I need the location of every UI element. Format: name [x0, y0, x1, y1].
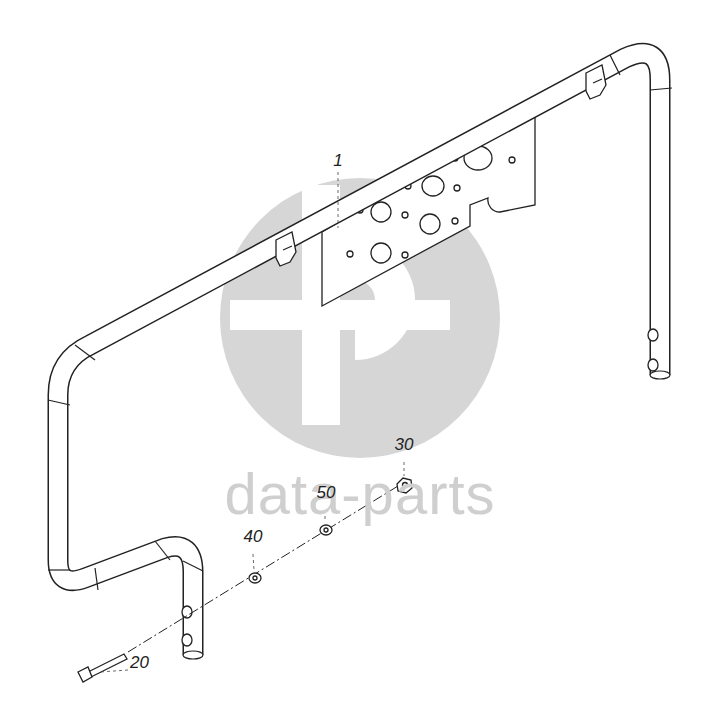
- clip: [276, 65, 606, 266]
- callout-number: 40: [244, 528, 263, 545]
- callout-number: 1: [333, 152, 342, 169]
- callout-number: 20: [130, 654, 149, 671]
- callout-number: 30: [395, 436, 414, 453]
- watermark: data-parts: [224, 465, 495, 523]
- leader-line: [100, 172, 404, 672]
- tube-frame: [48, 53, 672, 659]
- callout-number: 50: [317, 484, 336, 501]
